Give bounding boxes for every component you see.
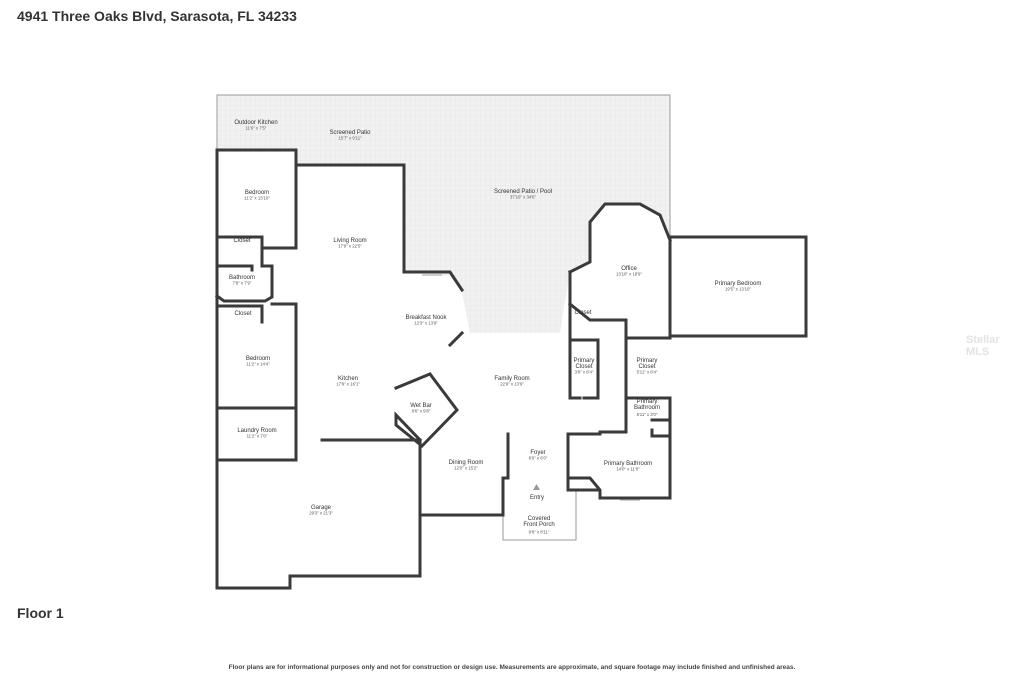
room-dims: 11'2" x 13'10": [244, 196, 270, 201]
room-name: Garage: [311, 505, 332, 511]
room-dims: 8'6" x 9'8": [412, 409, 431, 414]
room-name: Closet: [574, 310, 591, 316]
room-dims: 17'9" x 16'1": [336, 382, 360, 387]
room-name: Breakfast Nook: [405, 315, 447, 321]
property-address: 4941 Three Oaks Blvd, Sarasota, FL 34233: [17, 8, 297, 24]
room-name: Entry: [530, 495, 544, 501]
room-dims: 13'10" x 18'9": [616, 272, 642, 277]
walls: [214, 148, 808, 590]
room-labels: Outdoor Kitchen 11'6" x 7'5" Screened Pa…: [229, 120, 761, 535]
room-dims: 12'3" x 13'9": [414, 321, 438, 326]
room-name: Office: [621, 266, 637, 272]
room-name: Family Room: [494, 376, 529, 382]
interior-floor: [217, 150, 670, 588]
watermark: Stellar MLS: [966, 334, 1000, 358]
room-dims: 14'0" x 11'8": [616, 467, 640, 472]
room-dims: 11'2" x 14'4": [246, 362, 270, 367]
room-dims: 12'0" x 15'2": [454, 466, 478, 471]
room-name: Dining Room: [449, 460, 484, 466]
room-name: Wet Bar: [410, 403, 432, 409]
room-dims: 37'10" x 34'6": [510, 195, 536, 200]
room-dims: 7'8" x 7'9": [233, 281, 252, 286]
room-name: Living Room: [333, 238, 366, 244]
room-dims: 29'3" x 21'3": [309, 511, 333, 516]
room-name: Bedroom: [246, 356, 270, 362]
room-dims: 17'9" x 22'5": [338, 244, 362, 249]
room-dims: 22'9" x 13'9": [500, 382, 524, 387]
room-name: Bathroom: [229, 275, 255, 281]
entry-arrow-icon: [533, 484, 540, 490]
disclaimer: Floor plans are for informational purpos…: [228, 664, 796, 671]
patio-screen-outline: [216, 94, 671, 240]
room-name: Closet: [233, 238, 250, 244]
room-dims: 5'11" x 8'4": [637, 370, 658, 375]
room-dims: 8'9" x 6'0": [529, 456, 548, 461]
room-name: Kitchen: [338, 376, 358, 382]
patio-area: [217, 95, 670, 333]
room-dims: 11'6" x 7'5": [246, 126, 267, 131]
room-name: Primary Bedroom: [715, 281, 762, 287]
room-dims: 9'8" x 8'11": [529, 530, 550, 535]
room-name: Screened Patio / Pool: [494, 189, 552, 195]
room-dims: 19'5" x 13'10": [725, 287, 751, 292]
room-name: Outdoor Kitchen: [234, 120, 277, 126]
floor-label: Floor 1: [17, 605, 64, 621]
room-name: Closet: [234, 311, 251, 317]
room-dims: 5'11" x 3'0": [637, 412, 658, 417]
room-name: Bedroom: [245, 190, 269, 196]
room-dims: 11'2" x 7'0": [247, 434, 268, 439]
room-name: Primary Bathroom: [604, 461, 652, 467]
room-name: Foyer: [530, 450, 545, 456]
room-dims: 3'8" x 8'4": [575, 370, 594, 375]
room-name: Screened Patio: [329, 130, 371, 136]
room-name: Laundry Room: [237, 428, 276, 434]
room-dims: 15'7" x 9'11": [338, 136, 362, 141]
